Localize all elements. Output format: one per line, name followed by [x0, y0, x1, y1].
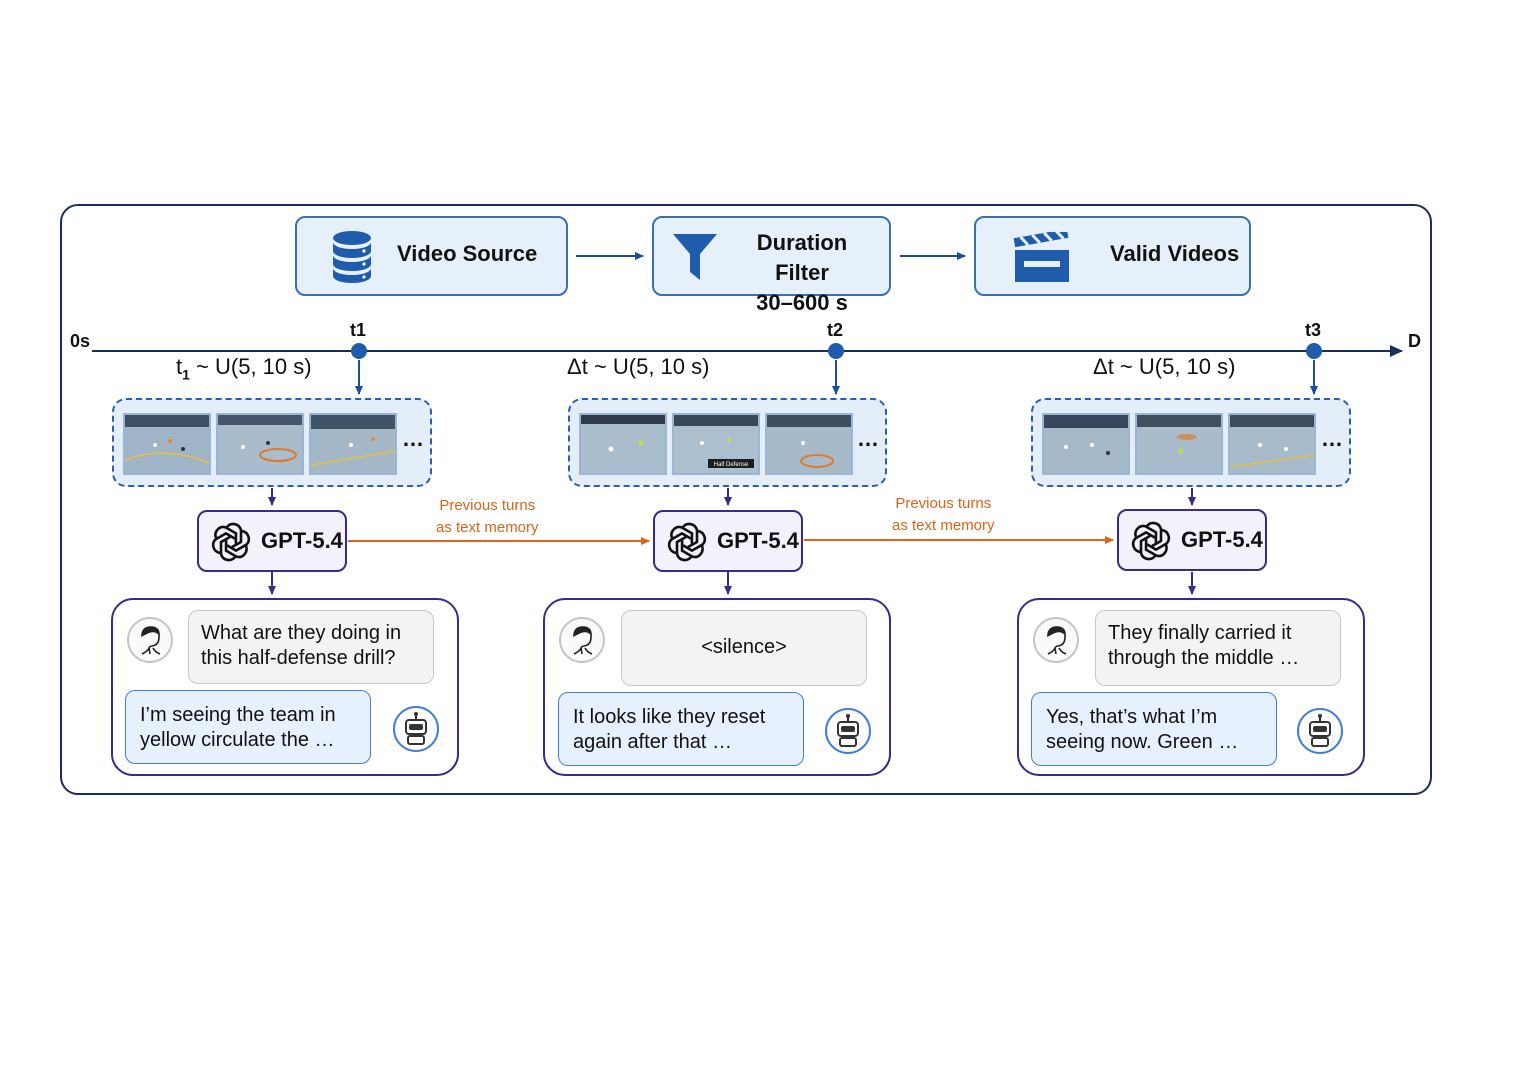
video-source-box: Video Source — [295, 216, 568, 296]
timeline-label-t1: t1 — [350, 320, 367, 340]
bot-message: It looks like they reset again after tha… — [558, 692, 804, 766]
clapperboard-icon — [1013, 232, 1069, 282]
user-avatar-icon — [127, 617, 173, 663]
valid-videos-box: Valid Videos — [974, 216, 1251, 296]
timeline-point-t1 — [351, 343, 367, 359]
database-icon — [333, 231, 371, 283]
video-frame-thumbnail — [579, 413, 667, 475]
model-box-1: GPT-5.4 — [197, 510, 347, 572]
model-name: GPT-5.4 — [1181, 527, 1263, 552]
timeline-label-t3: t3 — [1305, 320, 1322, 340]
timeline-point-t3 — [1306, 343, 1322, 359]
model-name: GPT-5.4 — [261, 528, 343, 553]
video-frame-thumbnail — [1042, 413, 1130, 475]
timeline-label-t2: t2 — [827, 320, 844, 340]
user-avatar-icon — [1033, 617, 1079, 663]
chat-panel-1: What are they doing in this half-defense… — [111, 598, 459, 776]
robot-avatar-icon — [393, 706, 439, 752]
more-frames-ellipsis: … — [1321, 426, 1344, 451]
video-frame-thumbnail — [1135, 413, 1223, 475]
more-frames-ellipsis: … — [857, 426, 880, 451]
valid-videos-label: Valid Videos — [1110, 241, 1240, 266]
robot-avatar-icon — [1297, 708, 1343, 754]
timeline-start-label: 0s — [70, 331, 91, 351]
duration-filter-box: Duration Filter 30–600 s — [652, 216, 891, 315]
bot-message: I’m seeing the team in yellow circulate … — [125, 690, 371, 764]
video-frame-thumbnail — [1228, 413, 1316, 475]
user-message: They finally carried it through the midd… — [1095, 610, 1341, 686]
video-source-label: Video Source — [397, 241, 538, 266]
video-frame-thumbnail — [765, 413, 853, 475]
robot-avatar-icon — [825, 708, 871, 754]
user-message: <silence> — [621, 610, 867, 686]
duration-filter-range: 30–600 s — [756, 290, 848, 315]
chat-panel-3: They finally carried it through the midd… — [1017, 598, 1365, 776]
diagram-frame — [60, 204, 1432, 795]
timeline-end-label: D — [1408, 331, 1421, 351]
user-message: What are they doing in this half-defense… — [188, 610, 434, 684]
interval-label-3: Δt ~ U(5, 10 s) — [1093, 354, 1236, 379]
timeline-point-t2 — [828, 343, 844, 359]
openai-logo-icon — [667, 522, 707, 562]
video-frame-thumbnail — [216, 413, 304, 475]
clip-group-2: Half Defense … — [568, 398, 887, 487]
clip-group-3: … — [1031, 398, 1351, 487]
chat-panel-2: <silence> It looks like they reset again… — [543, 598, 891, 776]
duration-filter-label: Duration Filter — [756, 230, 848, 285]
video-frame-thumbnail — [123, 413, 211, 475]
video-frame-thumbnail — [309, 413, 397, 475]
half-defense-overlay: Half Defense — [714, 462, 749, 468]
model-box-2: GPT-5.4 — [653, 510, 803, 572]
openai-logo-icon — [211, 522, 251, 562]
more-frames-ellipsis: … — [402, 426, 425, 451]
openai-logo-icon — [1131, 521, 1171, 561]
model-box-3: GPT-5.4 — [1117, 509, 1267, 571]
interval-label-1: t1 ~ U(5, 10 s) — [176, 354, 312, 383]
filter-icon — [673, 234, 717, 280]
interval-label-2: Δt ~ U(5, 10 s) — [567, 354, 710, 379]
model-name: GPT-5.4 — [717, 528, 799, 553]
bot-message: Yes, that’s what I’m seeing now. Green … — [1031, 692, 1277, 766]
user-avatar-icon — [559, 617, 605, 663]
video-frame-thumbnail: Half Defense — [672, 413, 760, 475]
clip-group-1: … — [112, 398, 432, 487]
